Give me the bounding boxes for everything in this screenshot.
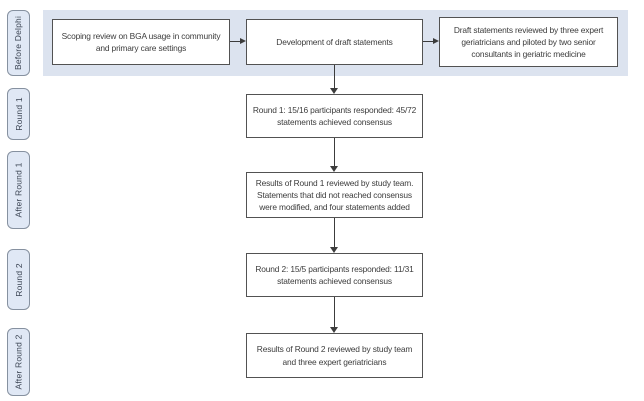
box-text: Scoping review on BGA usage in community… [61,30,221,53]
stage-label-text: After Round 2 [13,334,24,390]
box-text: Round 2: 15/5 participants responded: 11… [255,263,414,286]
stage-label-after-round-1: After Round 1 [7,151,30,229]
arrow-head-right-icon [240,38,246,44]
arrow-scoping-to-development [230,38,246,45]
box-text: Draft statements reviewed by three exper… [453,24,604,60]
arrow-shaft [334,138,335,167]
stage-label-round-1: Round 1 [7,88,30,140]
arrow-shaft [334,297,335,328]
box-round-2-review: Results of Round 2 reviewed by study tea… [246,333,423,378]
box-expert-review-and-pilot: Draft statements reviewed by three exper… [439,17,618,67]
box-round-1-review: Results of Round 1 reviewed by study tea… [246,172,423,218]
stage-label-text: Round 2 [13,262,24,297]
arrow-head-down-icon [330,88,338,94]
box-round-2-results: Round 2: 15/5 participants responded: 11… [246,253,423,297]
stage-label-round-2: Round 2 [7,249,30,310]
arrow-shaft [423,41,434,42]
box-text: Development of draft statements [276,36,393,47]
box-round-1-results: Round 1: 15/16 participants responded: 4… [246,94,423,138]
box-text: Results of Round 2 reviewed by study tea… [256,344,413,367]
arrow-head-down-icon [330,247,338,253]
box-scoping-review: Scoping review on BGA usage in community… [52,19,230,65]
stage-label-text: Before Delphi [13,15,24,71]
arrow-shaft [230,41,241,42]
arrow-head-down-icon [330,327,338,333]
stage-label-text: After Round 1 [13,162,24,218]
box-text: Results of Round 1 reviewed by study tea… [255,177,414,213]
arrow-development-to-round-1 [330,65,339,94]
box-text: Round 1: 15/16 participants responded: 4… [252,104,417,127]
box-draft-statement-development: Development of draft statements [246,19,423,65]
arrow-round-1-to-review [330,138,339,172]
arrow-head-right-icon [433,38,439,44]
arrow-head-down-icon [330,166,338,172]
stage-label-before-delphi: Before Delphi [7,10,30,76]
arrow-review-to-round-2 [330,218,339,253]
arrow-shaft [334,218,335,248]
arrow-round-2-to-review [330,297,339,333]
stage-label-text: Round 1 [13,97,24,131]
arrow-development-to-expert-review [423,38,439,45]
stage-label-after-round-2: After Round 2 [7,328,30,396]
arrow-shaft [334,65,335,89]
